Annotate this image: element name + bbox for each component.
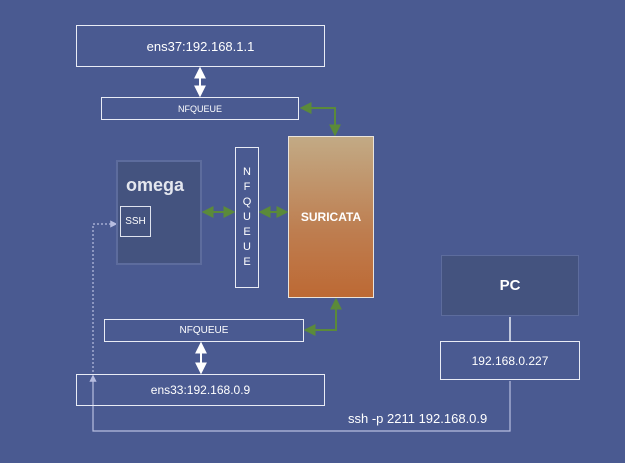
pc-ip-label: 192.168.0.227 [471, 353, 549, 368]
nfqueue-bottom-label: NFQUEUE [179, 325, 229, 336]
nfqueue-vertical-box: NFQUEUE [235, 147, 259, 288]
pc-ip-box: 192.168.0.227 [440, 341, 580, 380]
ssh-label: SSH [125, 216, 146, 227]
omega-node: omega SSH [116, 160, 202, 265]
ens33-interface-box: ens33:192.168.0.9 [76, 374, 325, 406]
ssh-path-line [89, 374, 511, 432]
pc-label: PC [499, 277, 521, 294]
ssh-command-label: ssh -p 2211 192.168.0.9 [348, 411, 488, 426]
suricata-label: SURICATA [300, 210, 362, 224]
arrow-suricata-nfqueue-bottom [303, 297, 342, 336]
ens37-interface-box: ens37:192.168.1.1 [76, 25, 325, 67]
omega-label: omega [126, 175, 185, 195]
ens37-label: ens37:192.168.1.1 [146, 38, 255, 54]
arrow-nfqueue-top-suricata [299, 102, 341, 137]
nfqueue-top-label: NFQUEUE [177, 103, 222, 114]
suricata-node: SURICATA [288, 136, 374, 298]
nfqueue-bottom-box: NFQUEUE [104, 319, 304, 342]
ssh-dotted-path [92, 220, 118, 372]
ssh-box: SSH [120, 206, 151, 237]
nfqueue-vertical-label: NFQUEUE [242, 166, 252, 268]
ens33-label: ens33:192.168.0.9 [150, 383, 251, 397]
pc-node: PC [441, 255, 579, 316]
nfqueue-top-box: NFQUEUE [101, 97, 299, 120]
